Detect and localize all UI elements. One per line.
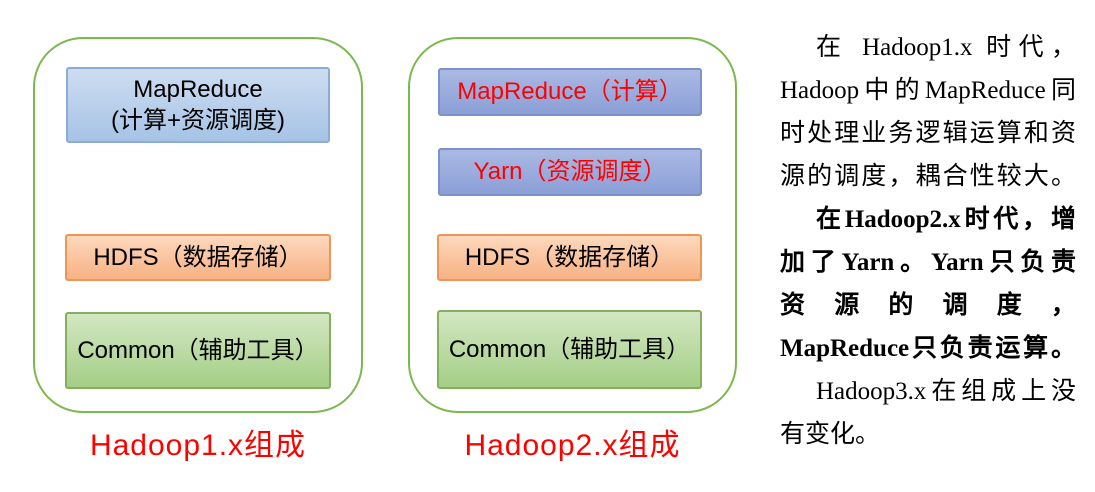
- description-line: Hadoop中的MapReduce同: [780, 77, 1076, 104]
- hadoop2x-mapreduce-box: MapReduce（计算）: [438, 68, 702, 116]
- hadoop2x-yarn-box: Yarn（资源调度）: [438, 148, 702, 196]
- description-line: 在 Hadoop1.x 时代，: [816, 34, 1076, 61]
- description-line: 在Hadoop2.x时代，增: [816, 206, 1076, 233]
- hadoop1x-hdfs-box: HDFS（数据存储）: [65, 234, 331, 281]
- description-line: Hadoop3.x在组成上没: [816, 378, 1076, 405]
- box-label-line: Common（辅助工具）: [448, 335, 691, 363]
- box-label-line: MapReduce（计算）: [457, 78, 683, 106]
- description-line: 加了Yarn。Yarn只负责: [780, 249, 1076, 276]
- hadoop1x-panel: MapReduce (计算+资源调度) HDFS（数据存储） Common（辅助…: [33, 37, 363, 413]
- box-label-line: HDFS（数据存储）: [464, 243, 675, 271]
- hadoop1x-common-box: Common（辅助工具）: [65, 312, 331, 389]
- description-line: 源的调度，耦合性较大。: [780, 163, 1076, 190]
- box-label-line: MapReduce: [133, 75, 263, 103]
- hadoop2x-caption: Hadoop2.x组成: [464, 429, 681, 462]
- description-line: 资源的调度，: [780, 292, 1076, 319]
- description-line: 时处理业务逻辑运算和资: [780, 120, 1076, 147]
- box-label-line: HDFS（数据存储）: [93, 243, 303, 271]
- hadoop1x-caption: Hadoop1.x组成: [89, 429, 307, 462]
- box-label-line: Common（辅助工具）: [77, 336, 319, 364]
- description-line: 有变化。: [780, 421, 881, 448]
- hadoop1x-mapreduce-box: MapReduce (计算+资源调度): [66, 67, 330, 143]
- hadoop2x-panel: MapReduce（计算） Yarn（资源调度） HDFS（数据存储） Comm…: [408, 37, 737, 413]
- box-label-line: Yarn（资源调度）: [473, 158, 667, 186]
- description-text: 在 Hadoop1.x 时代， Hadoop中的MapReduce同 时处理业务…: [780, 26, 1076, 456]
- box-label-line: (计算+资源调度): [111, 107, 285, 134]
- hadoop2x-hdfs-box: HDFS（数据存储）: [437, 234, 702, 281]
- hadoop2x-common-box: Common（辅助工具）: [437, 310, 702, 389]
- description-line: MapReduce只负责运算。: [780, 335, 1076, 362]
